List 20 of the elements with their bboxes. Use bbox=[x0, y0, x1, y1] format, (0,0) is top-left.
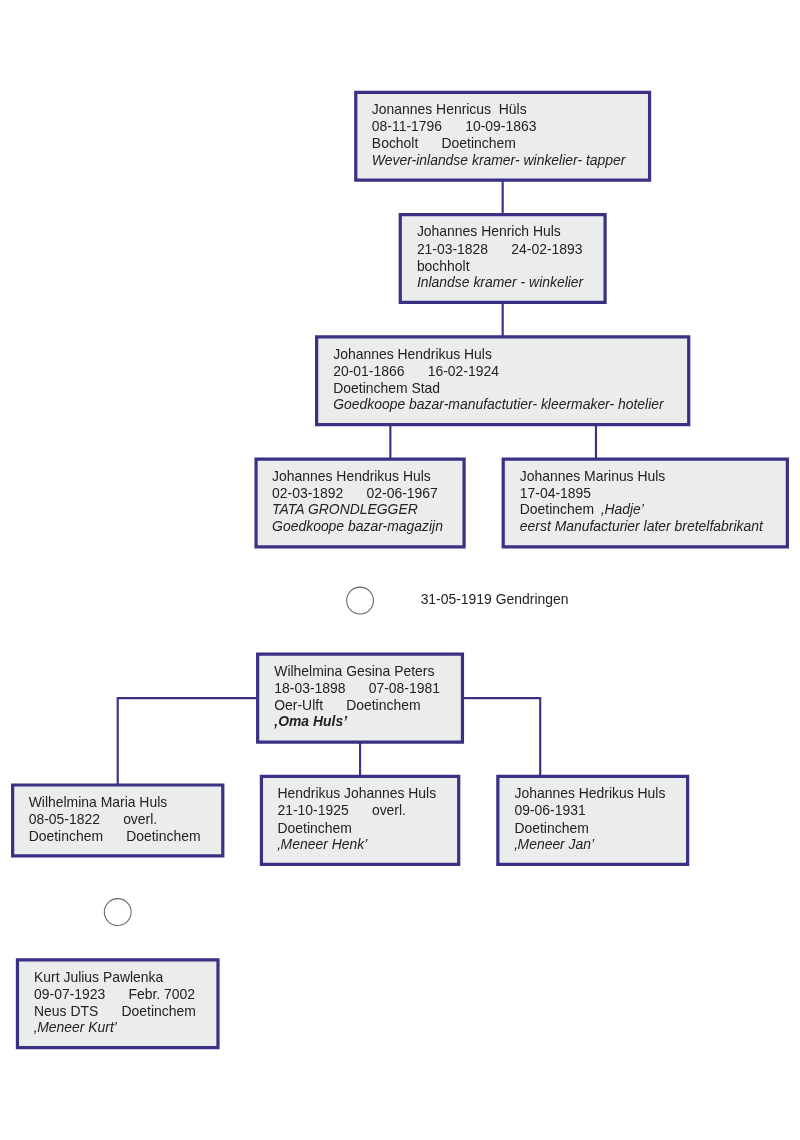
connector bbox=[389, 424, 392, 459]
node-circle bbox=[346, 586, 374, 615]
connector bbox=[116, 697, 258, 785]
node-box: Jonannes Henricus Hüls 08-11-1796 10-09-1863 Bocholt Doetinchem Wever-inlandse kramer- winkelier- tapper bbox=[354, 90, 652, 182]
node-box: Johannes Hendrikus Huls 02-03-1892 02-06-1967 TATA GRONDLEGGER Goedkoope bazar-magazijn bbox=[254, 457, 466, 549]
node-circle bbox=[103, 898, 132, 926]
node-label: 31-05-1919 Gendringen bbox=[420, 591, 569, 608]
connector bbox=[359, 742, 362, 777]
node-box: Wilhelmina Gesina Peters 18-03-1898 07-08-1981 Oer-Ulft Doetinchem ‚Oma Huls’ bbox=[256, 652, 465, 744]
node-box: Johannes Hendrikus Huls 20-01-1866 16-02-1924 Doetinchem Stad Goedkoope bazar-manufactutier- kleermaker- hotelier bbox=[315, 335, 691, 427]
node-box: Johannes Henrich Huls 21-03-1828 24-02-1893 bochholt Inlandse kramer - winkelier bbox=[398, 212, 607, 305]
node-box: Johannes Hedrikus Huls 09-06-1931 Doetinchem ‚Meneer Jan’ bbox=[496, 774, 690, 866]
node-box: Hendrikus Johannes Huls 21-10-1925 overl. Doetinchem ‚Meneer Henk’ bbox=[259, 774, 461, 866]
connector bbox=[501, 180, 504, 215]
connector bbox=[594, 424, 598, 459]
node-box: Wilhelmina Maria Huls 08-05-1822 overl. Doetinchem Doetinchem bbox=[11, 783, 225, 858]
connector bbox=[501, 302, 504, 337]
node-box: Kurt Julius Pawlenka 09-07-1923 Febr. 7002 Neus DTS Doetinchem ‚Meneer Kurt’ bbox=[15, 958, 220, 1050]
node-box: Johannes Marinus Huls 17-04-1895 Doetinchem ‚Hadje’ eerst Manufacturier later bretelfabrikant bbox=[501, 457, 789, 549]
connector bbox=[462, 697, 542, 777]
